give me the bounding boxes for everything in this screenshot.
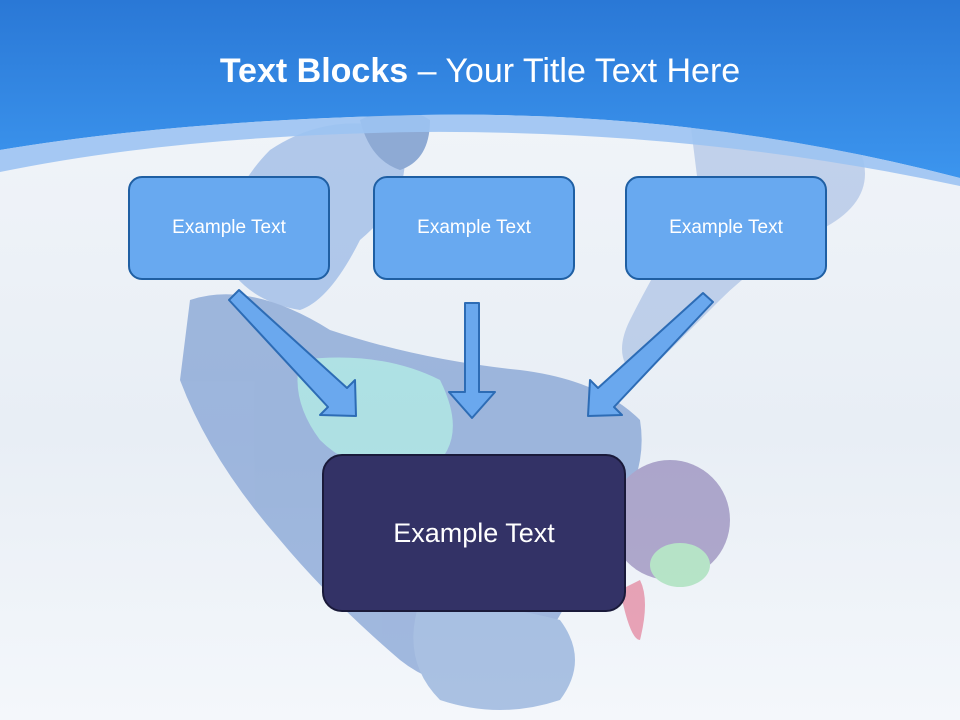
header-banner <box>0 0 960 186</box>
arrow-left <box>228 289 357 417</box>
text-block-3-label: Example Text <box>669 217 783 238</box>
text-block-2[interactable]: Example Text <box>373 176 575 280</box>
summary-block-label: Example Text <box>393 517 555 548</box>
arrow-right <box>587 292 714 417</box>
text-block-1[interactable]: Example Text <box>128 176 330 280</box>
text-block-2-label: Example Text <box>417 217 531 238</box>
text-block-3[interactable]: Example Text <box>625 176 827 280</box>
text-block-1-label: Example Text <box>172 217 286 238</box>
summary-block[interactable]: Example Text <box>322 454 626 612</box>
title-rest: Your Title Text Here <box>445 52 741 90</box>
title-dash: – <box>417 52 437 90</box>
title-bold: Text Blocks <box>219 52 409 90</box>
slide-title: Text Blocks – Your Title Text Here <box>0 52 960 91</box>
arrow-center <box>448 302 496 419</box>
